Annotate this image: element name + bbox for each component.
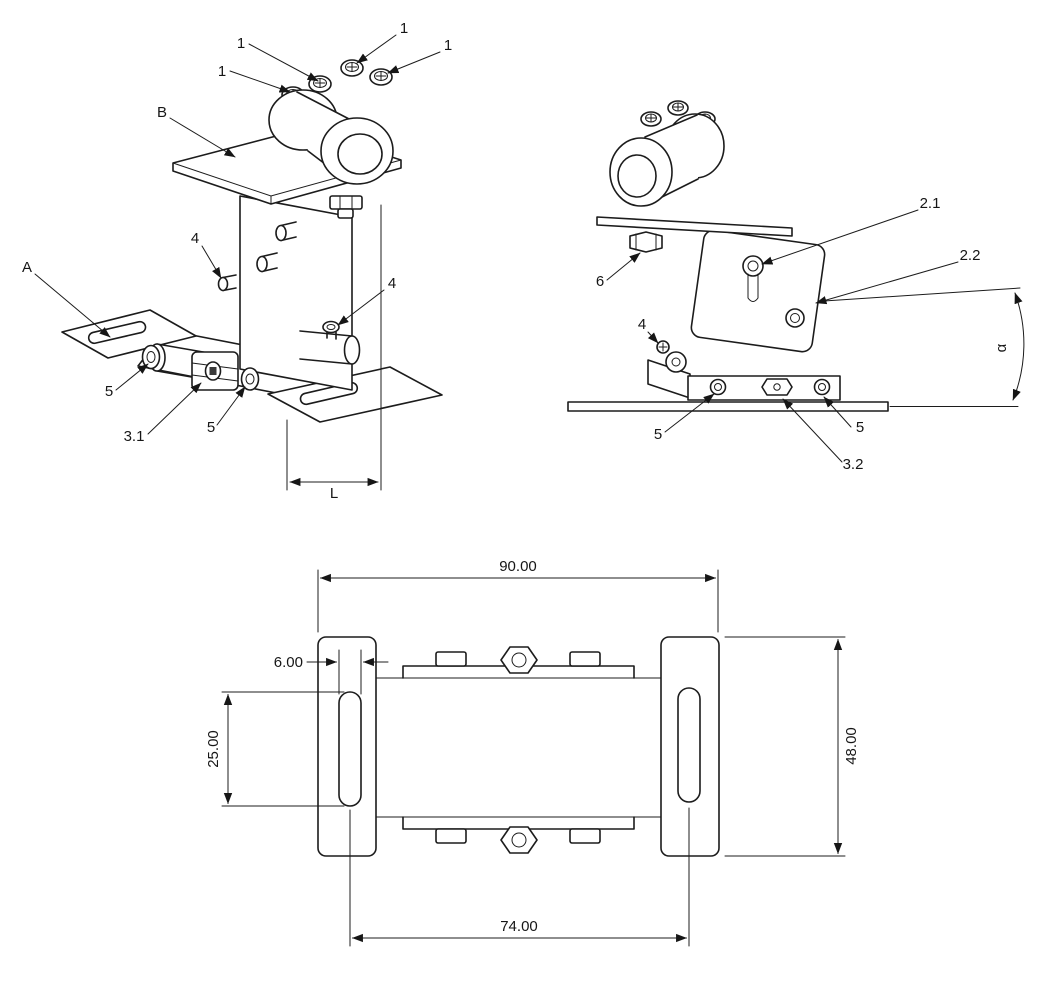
- hinge-right: [299, 330, 361, 365]
- iso-callouts: 1 1 1 1 B 4 A 5 3.1 5 4: [22, 20, 452, 445]
- clamp-mount-nut: [329, 195, 363, 219]
- callout-32: 3.2: [843, 456, 864, 473]
- callout-5-a: 5: [105, 383, 113, 400]
- nut-6: [629, 231, 663, 253]
- callout-5-r: 5: [856, 419, 864, 436]
- dim-L-label: L: [330, 485, 338, 502]
- setscrew-left-icon: [217, 274, 237, 292]
- dim-48-label: 48.00: [843, 727, 860, 765]
- tilt-plate-screws: [742, 255, 805, 328]
- callout-31: 3.1: [124, 428, 145, 445]
- dim-74-label: 74.00: [500, 918, 538, 935]
- callout-4: 4: [638, 316, 646, 333]
- callout-21: 2.1: [920, 195, 941, 212]
- side-base: [567, 401, 889, 412]
- side-lower-bracket: [647, 351, 841, 401]
- dim-angle: α: [823, 287, 1025, 407]
- dim-slot-length: 25.00: [205, 691, 345, 807]
- dim-25-label: 25.00: [205, 730, 222, 768]
- callout-4-a: 4: [191, 230, 199, 247]
- dim-6-label: 6.00: [274, 654, 303, 671]
- callout-1-c: 1: [400, 20, 408, 37]
- side-leaders: [606, 209, 959, 463]
- side-setscrew-icon: [656, 340, 670, 354]
- callout-6: 6: [596, 273, 604, 290]
- side-top-plate-edge: [596, 216, 793, 237]
- callout-22: 2.2: [960, 247, 981, 264]
- plan-view: 90.00 6.00 25.00 48.00 74.00: [205, 558, 860, 947]
- callout-B: B: [157, 104, 167, 121]
- iso-view: L 1 1 1 1 B 4 A 5 3.1 5 4: [22, 20, 452, 502]
- setscrew-top-right-icon: [322, 320, 340, 340]
- bracket-fasteners: [709, 378, 831, 396]
- callout-1-a: 1: [218, 63, 226, 80]
- dim-L: L: [286, 204, 382, 502]
- hex-standoff: [191, 351, 239, 391]
- callout-4-b: 4: [388, 275, 396, 292]
- iso-leaders: [34, 34, 441, 435]
- dim-slot-spacing: 74.00: [349, 807, 690, 947]
- dim-slot-width: 6.00: [274, 649, 389, 695]
- vertical-plate: [239, 195, 353, 391]
- callout-5-l: 5: [654, 426, 662, 443]
- side-view: α 2.1 2.2 6 4 5 5 3.2: [567, 100, 1025, 473]
- clamp-cylinder: [268, 89, 394, 185]
- dim-overall-depth: 48.00: [724, 636, 860, 857]
- callout-1-d: 1: [444, 37, 452, 54]
- plan-body: [317, 636, 720, 857]
- dim-angle-label: α: [993, 343, 1010, 352]
- callout-A: A: [22, 259, 32, 276]
- dim-overall-width: 90.00: [317, 558, 719, 633]
- dim-90-label: 90.00: [499, 558, 537, 575]
- side-clamp-cylinder: [609, 113, 725, 207]
- callout-1-b: 1: [237, 35, 245, 52]
- side-callouts: 2.1 2.2 6 4 5 5 3.2: [596, 195, 981, 473]
- hinge-screw-right: [240, 367, 260, 391]
- plate-pegs: [256, 221, 297, 273]
- callout-5-b: 5: [207, 419, 215, 436]
